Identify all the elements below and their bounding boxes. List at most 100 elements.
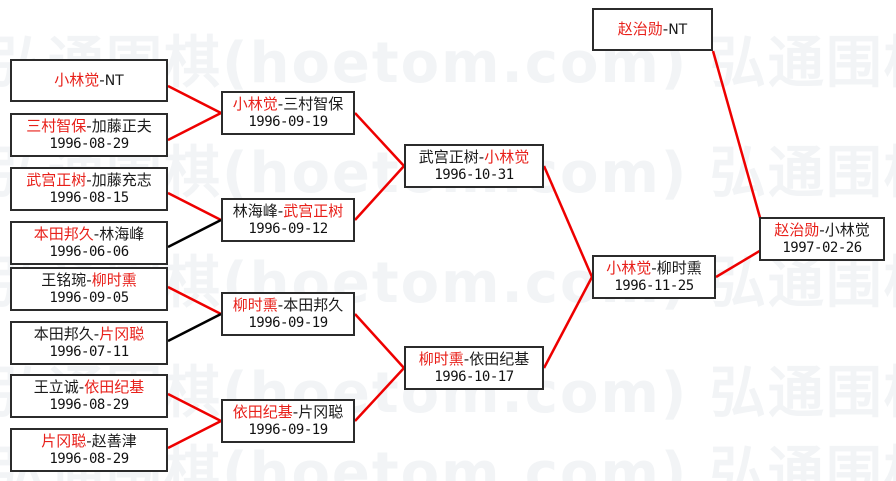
player-separator: - <box>86 271 92 290</box>
match-box-r1m4[interactable]: 本田邦久-林海峰 1996-06-06 <box>10 221 168 265</box>
player-winner: 小林觉 <box>484 148 530 167</box>
player-loser: 本田邦久 <box>33 325 94 344</box>
player-separator: - <box>277 296 284 315</box>
connector-r1m8-r2m4 <box>167 419 222 450</box>
player-winner: 小林觉 <box>606 259 652 278</box>
connector-r1m6-r2m3 <box>167 312 222 343</box>
connector-r1m2-r2m1 <box>167 111 222 142</box>
match-box-r1m3[interactable]: 武宫正树-加藤充志 1996-08-15 <box>10 167 168 211</box>
match-players: 三村智保-加藤正夫 <box>26 118 151 135</box>
player-separator: - <box>463 350 470 369</box>
match-players: 片冈聪-赵善津 <box>41 433 136 450</box>
match-date: 1996-08-29 <box>49 396 129 413</box>
connector-r1m1-r2m1 <box>167 84 222 115</box>
match-box-r1m1[interactable]: 小林觉-NT <box>10 59 168 102</box>
player-winner: 片冈聪 <box>41 432 87 451</box>
player-winner: 小林觉 <box>232 95 278 114</box>
match-date: 1996-10-17 <box>434 368 514 385</box>
match-box-r1m5[interactable]: 王铭琬-柳时熏 1996-09-05 <box>10 267 168 311</box>
player-separator: - <box>93 225 100 244</box>
match-players: 本田邦久-片冈聪 <box>34 326 144 343</box>
player-winner: 三村智保 <box>26 117 87 136</box>
match-box-seed1[interactable]: 赵治勋-NT <box>592 8 713 51</box>
match-box-r2m4[interactable]: 依田纪基-片冈聪 1996-09-19 <box>221 399 355 443</box>
match-players: 赵治勋-小林觉 <box>774 222 869 239</box>
match-players: 柳时熏-本田邦久 <box>233 297 343 314</box>
connector-r1m3-r2m2 <box>167 191 222 222</box>
player-winner: 武宫正树 <box>26 171 87 190</box>
player-winner: 小林觉 <box>54 70 100 89</box>
player-winner: 赵治勋 <box>617 19 663 38</box>
match-date: 1996-08-29 <box>49 450 129 467</box>
match-box-r1m7[interactable]: 王立诚-依田纪基 1996-08-29 <box>10 374 168 418</box>
player-separator: - <box>662 19 669 38</box>
player-loser: 柳时熏 <box>656 259 702 278</box>
match-players: 赵治勋-NT <box>617 19 687 38</box>
connector-r2m4-r3m2 <box>354 367 405 422</box>
player-winner: 片冈聪 <box>99 325 145 344</box>
match-box-r2m1[interactable]: 小林觉-三村智保 1996-09-19 <box>221 91 355 135</box>
match-date: 1996-10-31 <box>434 166 514 183</box>
player-winner: 赵治勋 <box>774 221 820 240</box>
player-winner: 武宫正树 <box>283 202 344 221</box>
match-players: 柳时熏-依田纪基 <box>419 351 529 368</box>
match-players: 王立诚-依田纪基 <box>34 379 144 396</box>
connector-r1m7-r2m4 <box>167 392 222 423</box>
connector-r2m3-r3m2 <box>354 313 405 369</box>
player-separator: - <box>819 221 825 240</box>
player-loser: 本田邦久 <box>283 296 344 315</box>
player-loser: 王立诚 <box>33 378 79 397</box>
player-separator: - <box>86 432 92 451</box>
match-date: 1996-07-11 <box>49 343 129 360</box>
match-players: 小林觉-柳时熏 <box>606 260 701 277</box>
player-loser: 武宫正树 <box>418 148 479 167</box>
player-loser: 依田纪基 <box>469 350 530 369</box>
match-players: 依田纪基-片冈聪 <box>233 404 343 421</box>
match-box-r1m6[interactable]: 本田邦久-片冈聪 1996-07-11 <box>10 321 168 365</box>
match-players: 武宫正树-小林觉 <box>419 149 529 166</box>
connector-r2m1-r3m1 <box>354 112 405 167</box>
player-separator: - <box>277 202 284 221</box>
match-box-r3m1[interactable]: 武宫正树-小林觉 1996-10-31 <box>404 144 544 188</box>
player-separator: - <box>99 70 105 89</box>
player-separator: - <box>78 378 85 397</box>
player-loser: 加藤正夫 <box>91 117 152 136</box>
player-separator: - <box>478 148 485 167</box>
player-loser: 小林觉 <box>824 221 870 240</box>
match-box-r1m2[interactable]: 三村智保-加藤正夫 1996-08-29 <box>10 113 168 157</box>
match-players: 林海峰-武宫正树 <box>233 203 343 220</box>
match-date: 1996-08-29 <box>49 135 129 152</box>
match-players: 本田邦久-林海峰 <box>34 226 144 243</box>
match-box-r2m2[interactable]: 林海峰-武宫正树 1996-09-12 <box>221 198 355 242</box>
match-date: 1996-06-06 <box>49 243 129 260</box>
player-loser: 赵善津 <box>91 432 137 451</box>
player-winner: 依田纪基 <box>84 378 145 397</box>
match-date: 1996-09-05 <box>49 289 129 306</box>
connector-r1m5-r2m3 <box>167 285 222 316</box>
match-box-r1m8[interactable]: 片冈聪-赵善津 1996-08-29 <box>10 428 168 472</box>
match-box-r4m1[interactable]: 小林觉-柳时熏 1996-11-25 <box>592 255 716 299</box>
match-players: 武宫正树-加藤充志 <box>26 172 151 189</box>
connector-r3m1-r4m1 <box>542 165 594 278</box>
player-separator: - <box>277 95 284 114</box>
connector-r1m4-r2m2 <box>167 218 222 249</box>
player-loser: 林海峰 <box>99 225 145 244</box>
player-separator: - <box>86 117 92 136</box>
player-separator: - <box>292 403 299 422</box>
match-box-final[interactable]: 赵治勋-小林觉 1997-02-26 <box>759 217 885 261</box>
match-date: 1996-09-19 <box>248 113 328 130</box>
player-loser: NT <box>104 72 124 89</box>
match-date: 1996-08-15 <box>49 189 129 206</box>
player-winner: 依田纪基 <box>232 403 293 422</box>
player-separator: - <box>86 171 92 190</box>
match-date: 1997-02-26 <box>782 239 862 256</box>
player-separator: - <box>651 259 657 278</box>
match-box-r3m2[interactable]: 柳时熏-依田纪基 1996-10-17 <box>404 346 544 390</box>
match-players: 小林觉-三村智保 <box>233 96 343 113</box>
match-date: 1996-09-12 <box>248 220 328 237</box>
player-loser: 王铭琬 <box>41 271 87 290</box>
match-date: 1996-09-19 <box>248 421 328 438</box>
match-date: 1996-11-25 <box>614 277 694 294</box>
match-box-r2m3[interactable]: 柳时熏-本田邦久 1996-09-19 <box>221 292 355 336</box>
